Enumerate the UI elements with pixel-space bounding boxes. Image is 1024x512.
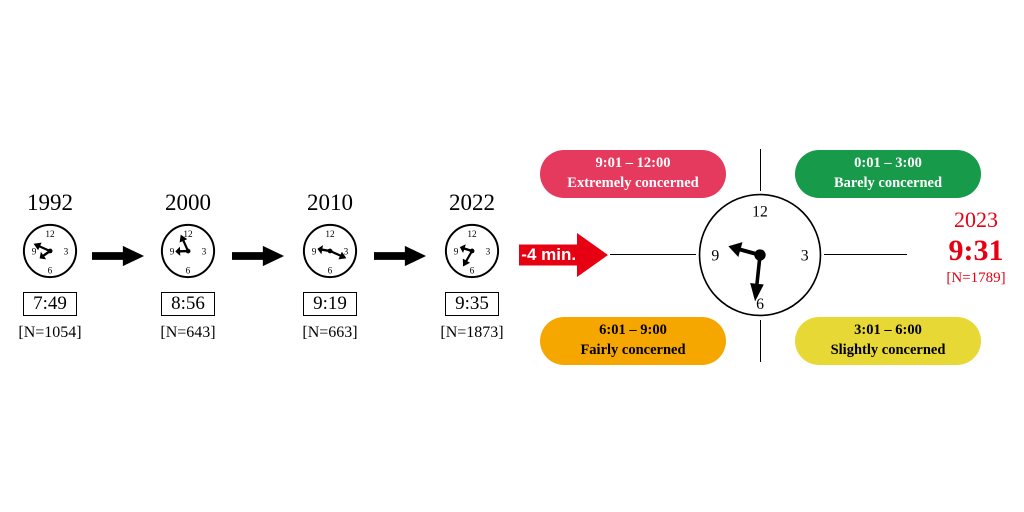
delta-minutes-label: -4 min.	[521, 245, 577, 264]
axis-line-right	[824, 254, 907, 256]
time-value-box: 8:56	[161, 292, 215, 316]
svg-text:3: 3	[64, 247, 69, 257]
svg-text:3: 3	[202, 247, 207, 257]
svg-text:9: 9	[312, 247, 317, 257]
clock-face-icon: 12 3 6 9	[301, 222, 359, 280]
svg-text:6: 6	[48, 267, 53, 277]
axis-line-left	[610, 254, 696, 256]
svg-text:12: 12	[467, 230, 477, 240]
year-label: 1992	[27, 190, 73, 215]
red-arrow-icon	[519, 233, 608, 277]
timeline-entry-2000: 2000 12 3 6 9 8:56 [N=643]	[138, 190, 238, 342]
quadrant-range: 0:01 – 3:00	[854, 155, 922, 172]
time-value-box: 7:49	[23, 292, 77, 316]
svg-text:3: 3	[344, 247, 349, 257]
quadrant-label: Slightly concerned	[830, 342, 946, 358]
quadrant-barely-concerned: 0:01 – 3:00 Barely concerned	[795, 150, 981, 198]
clock-face-icon: 12 3 6 9	[21, 222, 79, 280]
year-label: 2022	[449, 190, 495, 215]
quadrant-extremely-concerned: 9:01 – 12:00 Extremely concerned	[540, 150, 726, 198]
quadrant-label: Barely concerned	[833, 175, 943, 191]
red-arrow-shape	[519, 233, 608, 277]
quadrant-slightly-concerned: 3:01 – 6:00 Slightly concerned	[795, 317, 981, 365]
timeline-entry-2010: 2010 12 3 6 9 9:19 [N=663]	[280, 190, 380, 342]
svg-text:12: 12	[752, 204, 768, 221]
svg-text:12: 12	[325, 230, 335, 240]
right-arrow-icon	[92, 245, 145, 267]
axis-line-bottom	[759, 320, 761, 362]
timeline-entry-1992: 1992 12 3 6 9 7:49 [N=1054]	[0, 190, 100, 342]
right-arrow-icon	[232, 245, 285, 267]
quadrant-label: Extremely concerned	[567, 175, 699, 191]
minus-4-min-arrow: -4 min.	[519, 231, 609, 279]
sample-size-label: [N=1873]	[440, 324, 504, 341]
timeline-entry-2022: 2022 12 3 6 9 9:35 [N=1873]	[422, 190, 522, 342]
svg-text:6: 6	[186, 267, 191, 277]
svg-text:12: 12	[183, 230, 193, 240]
quadrant-label: Fairly concerned	[580, 342, 686, 358]
svg-text:12: 12	[45, 230, 55, 240]
sample-size-label: [N=643]	[160, 324, 216, 341]
right-arrow-icon	[374, 245, 427, 267]
quadrant-range: 6:01 – 9:00	[599, 322, 667, 339]
clock-face-icon: 12 3 6 9	[443, 222, 501, 280]
axis-line-top	[759, 149, 761, 191]
time-value-box: 9:19	[303, 292, 357, 316]
sample-size-label: [N=1054]	[18, 324, 82, 341]
svg-text:9: 9	[32, 247, 37, 257]
sample-size-label: [N=663]	[302, 324, 358, 341]
svg-text:3: 3	[486, 247, 491, 257]
svg-text:6: 6	[328, 267, 333, 277]
svg-text:6: 6	[756, 296, 764, 313]
svg-text:9: 9	[711, 248, 719, 265]
year-label: 2000	[165, 190, 211, 215]
svg-text:9: 9	[170, 247, 175, 257]
result-time: 9:31	[948, 234, 1004, 267]
time-value-box: 9:35	[445, 292, 499, 316]
result-year: 2023	[954, 207, 998, 232]
clock-face-icon: 12 3 6 9	[159, 222, 217, 280]
result-sample-size: [N=1789]	[946, 270, 1006, 286]
svg-text:3: 3	[801, 248, 809, 265]
year-label: 2010	[307, 190, 353, 215]
quadrant-fairly-concerned: 6:01 – 9:00 Fairly concerned	[540, 317, 726, 365]
main-clock: 12 3 6 9	[697, 192, 823, 318]
quadrant-range: 3:01 – 6:00	[854, 322, 922, 339]
svg-text:9: 9	[454, 247, 459, 257]
svg-text:6: 6	[470, 267, 475, 277]
result-2023-block: 2023 9:31 [N=1789]	[928, 207, 1024, 287]
quadrant-range: 9:01 – 12:00	[595, 155, 671, 172]
